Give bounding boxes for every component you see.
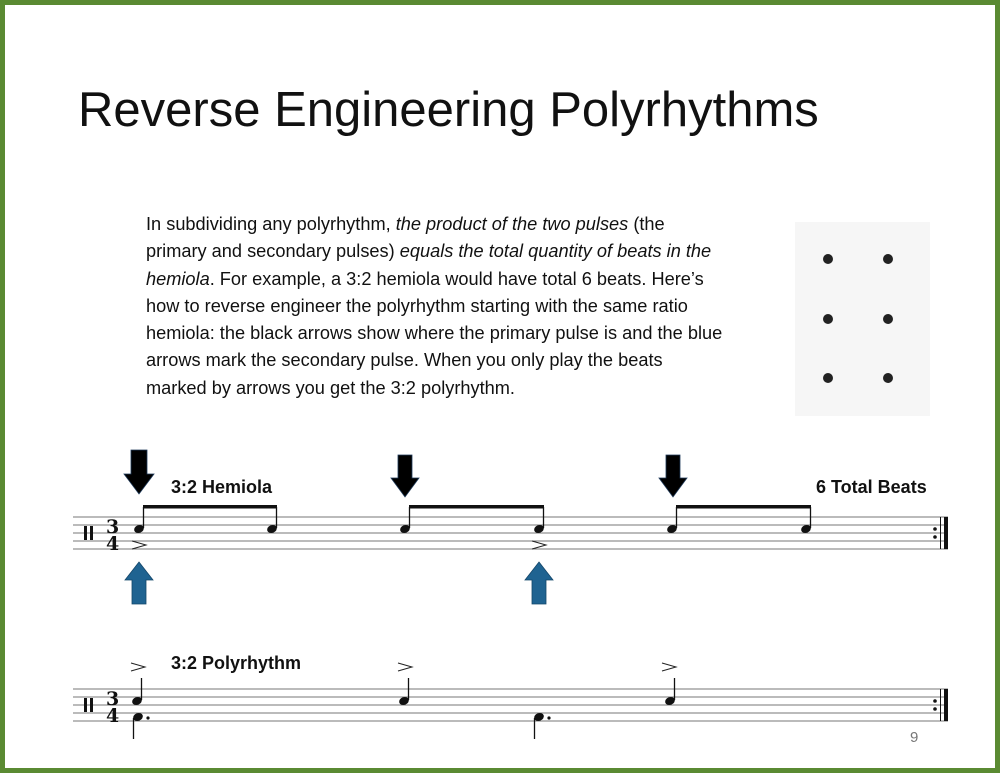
time-sig-top: 3 [106,516,119,538]
beat-dot [823,314,833,324]
note [667,507,678,533]
down-arrow-icon [390,454,420,498]
body-paragraph: In subdividing any polyrhythm, the produ… [146,211,726,402]
up-arrow-icon [124,561,154,605]
note [132,713,150,739]
down-arrow-icon [123,449,155,495]
beam [409,505,544,509]
time-sig-top: 3 [106,688,119,710]
note [801,507,812,533]
body-text-1: In subdividing any polyrhythm, [146,214,396,234]
beam [676,505,811,509]
body-emphasis-2: equals the total quantity of beats in th… [146,241,712,289]
slide-title: Reverse Engineering Polyrhythms [78,83,819,137]
beat-dot [883,373,893,383]
note [399,678,410,705]
beat-dot [883,314,893,324]
body-emphasis-1: the product of the two pulses [395,214,629,234]
hemiola-label: 3:2 Hemiola [171,477,273,497]
body-text-3: . For example, a 3:2 hemiola would have … [146,268,723,398]
accent-marks [131,540,548,550]
time-sig-bottom: 4 [106,533,119,555]
note [534,507,545,533]
primary-pulse-arrows [123,449,688,498]
note [400,507,411,533]
page-number: 9 [910,729,919,746]
percussion-clef-icon [84,698,93,712]
note [665,678,676,705]
polyrhythm-staff [73,688,948,722]
accent-marks [130,662,678,672]
secondary-pulse-arrows [124,561,554,605]
body-text-2: (the primary and secondary pulses) [146,214,665,262]
beat-dot [823,254,833,264]
note [134,507,145,533]
note [533,713,551,739]
note [267,507,278,533]
down-arrow-icon [658,454,688,498]
beat-dot [883,254,893,264]
total-beats-label: 6 Total Beats [816,477,927,497]
beam [143,505,277,509]
dotted-quarter-notes-lower [132,713,551,739]
polyrhythm-label: 3:2 Polyrhythm [171,653,302,673]
six-dots-diagram [795,222,930,416]
beat-dot [823,373,833,383]
end-repeat-barline [933,517,948,549]
quarter-notes-upper [132,678,676,705]
eighth-notes [134,505,812,533]
note [132,678,143,705]
time-signature: 3 4 [106,688,119,727]
hemiola-staff [73,516,948,550]
time-signature: 3 4 [106,516,119,555]
percussion-clef-icon [84,526,93,540]
end-repeat-barline [933,689,948,721]
time-sig-bottom: 4 [106,705,119,727]
up-arrow-icon [524,561,554,605]
